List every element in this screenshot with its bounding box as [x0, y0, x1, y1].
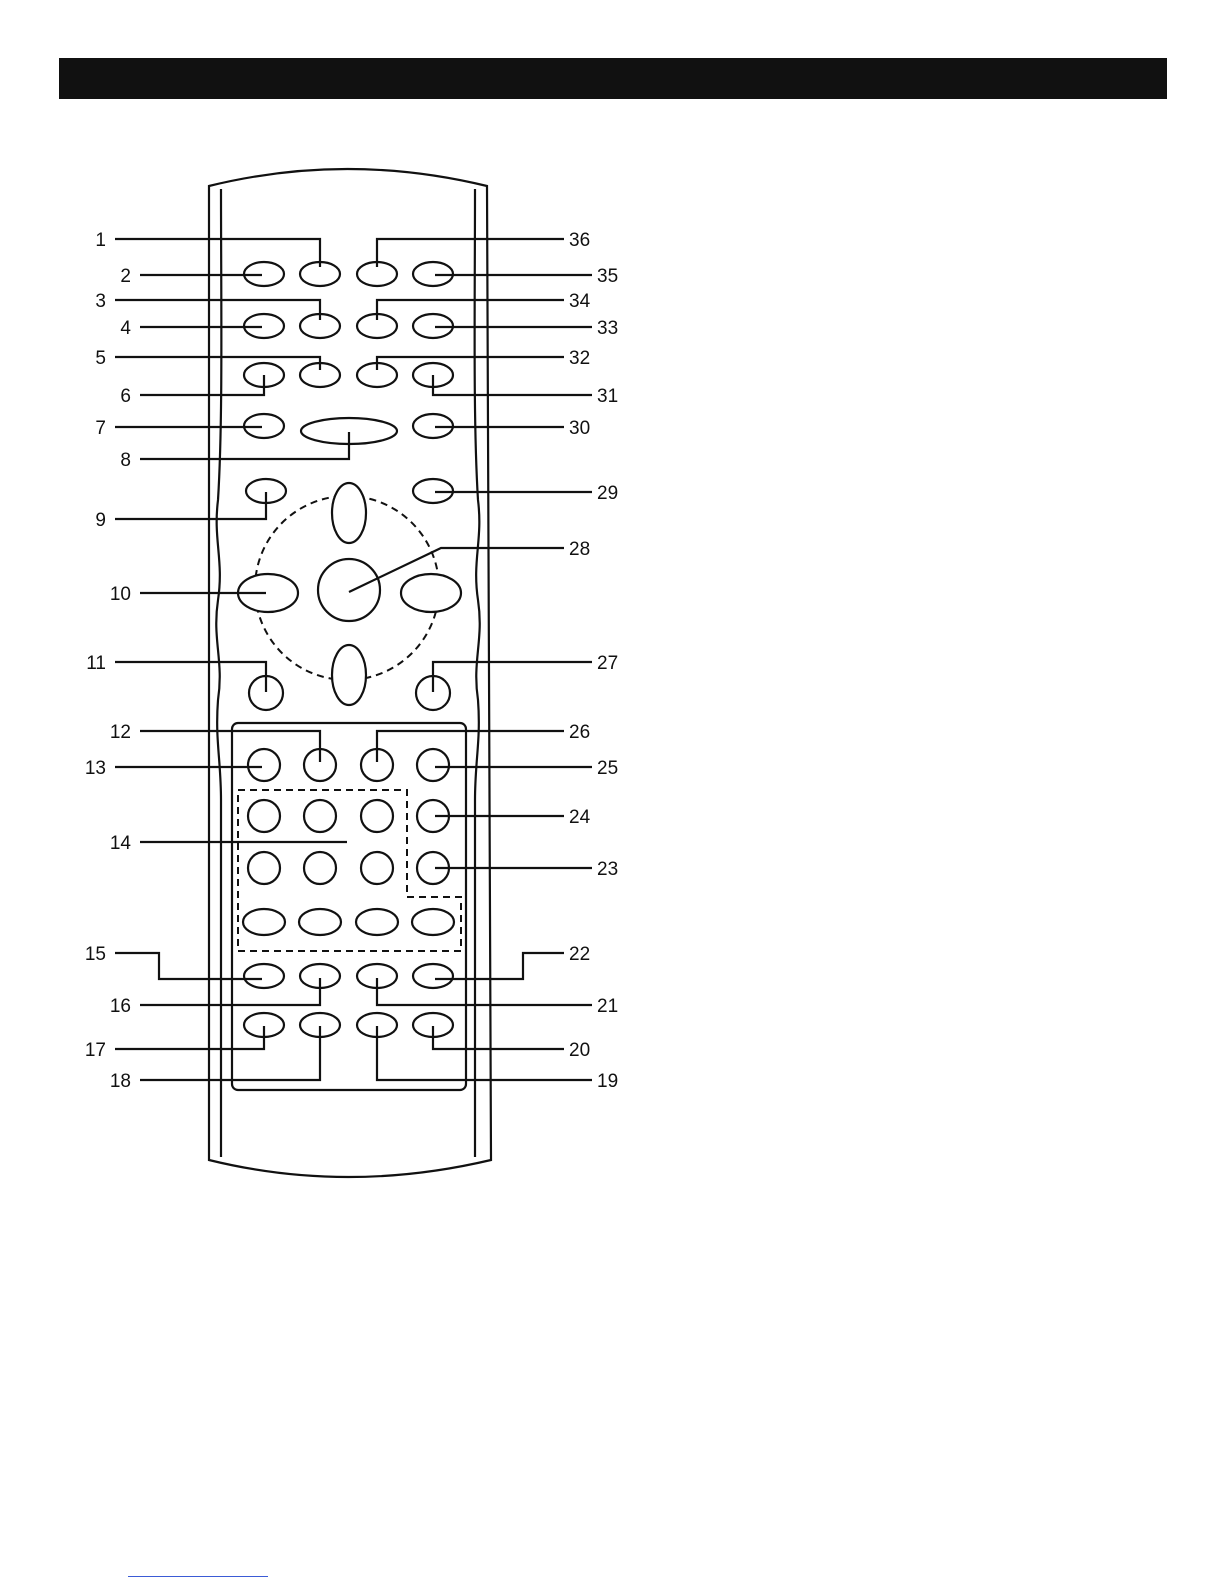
callout-18-leader	[140, 1026, 320, 1080]
keypad-wide-key-c1[interactable]	[243, 909, 285, 935]
callout-17-leader	[115, 1026, 264, 1049]
callout-35-label: 35	[597, 266, 618, 287]
callout-7-label: 7	[95, 418, 106, 439]
remote-left-rail	[216, 189, 221, 1157]
keypad-wide-key-c4[interactable]	[412, 909, 454, 935]
callout-16-leader	[140, 978, 320, 1005]
callout-10-label: 10	[110, 584, 131, 605]
callout-34-leader	[377, 300, 564, 320]
nav-up-button[interactable]	[332, 483, 366, 543]
keypad-key-r3-c2[interactable]	[304, 852, 336, 884]
callout-9-leader	[115, 492, 266, 519]
callout-34-label: 34	[569, 291, 591, 312]
callout-11-leader	[115, 662, 266, 692]
callout-32-leader	[377, 357, 564, 370]
nav-down-button[interactable]	[332, 645, 366, 705]
callout-12-label: 12	[110, 722, 131, 743]
callout-5-label: 5	[95, 348, 106, 369]
callout-32-label: 32	[569, 348, 590, 369]
callout-17-label: 17	[85, 1040, 106, 1061]
callout-30-label: 30	[569, 418, 590, 439]
callout-15-leader	[115, 953, 262, 979]
callout-33-label: 33	[597, 318, 618, 339]
bottom-key-r1-c4[interactable]	[413, 964, 453, 988]
callout-27-leader	[433, 662, 592, 692]
callout-5-leader	[115, 357, 320, 370]
remote-right-rail	[475, 189, 480, 1157]
callout-3-leader	[115, 300, 320, 320]
callout-29-label: 29	[597, 483, 618, 504]
keypad-key-r3-c1[interactable]	[248, 852, 280, 884]
callout-28-label: 28	[569, 539, 590, 560]
keypad-wide-key-c3[interactable]	[356, 909, 398, 935]
footer-link-underline	[128, 1576, 268, 1577]
callout-22-leader	[435, 953, 564, 979]
callout-23-label: 23	[597, 859, 618, 880]
keypad-key-r3-c3[interactable]	[361, 852, 393, 884]
callout-1-leader	[115, 239, 320, 267]
callout-12-leader	[140, 731, 320, 762]
nav-enter-button[interactable]	[318, 559, 380, 621]
keypad-key-r2-c2[interactable]	[304, 800, 336, 832]
keypad-key-r2-c3[interactable]	[361, 800, 393, 832]
callout-24-label: 24	[569, 807, 591, 828]
callout-19-label: 19	[597, 1071, 618, 1092]
keypad-key-r1-c1[interactable]	[248, 749, 280, 781]
callout-31-label: 31	[597, 386, 618, 407]
callout-8-label: 8	[120, 450, 131, 471]
callout-16-label: 16	[110, 996, 131, 1017]
callout-18-label: 18	[110, 1071, 131, 1092]
keypad-key-r1-c4[interactable]	[417, 749, 449, 781]
keypad-key-r2-c1[interactable]	[248, 800, 280, 832]
callout-26-leader	[377, 731, 564, 762]
callout-2-label: 2	[120, 266, 131, 287]
callout-27-label: 27	[597, 653, 618, 674]
callout-36-label: 36	[569, 230, 590, 251]
callout-26-label: 26	[569, 722, 590, 743]
callout-6-label: 6	[120, 386, 131, 407]
callout-11-label: 11	[86, 653, 106, 674]
callout-22-label: 22	[569, 944, 590, 965]
callout-21-leader	[377, 978, 592, 1005]
callout-1-label: 1	[95, 230, 106, 251]
callout-36-leader	[377, 239, 564, 267]
callout-15-label: 15	[85, 944, 106, 965]
callout-4-label: 4	[120, 318, 131, 339]
callout-21-label: 21	[597, 996, 618, 1017]
remote-buttons	[238, 262, 461, 1037]
callout-31-leader	[433, 375, 592, 395]
callout-20-label: 20	[569, 1040, 590, 1061]
callout-19-leader	[377, 1026, 592, 1080]
callout-13-label: 13	[85, 758, 106, 779]
nav-right-button[interactable]	[401, 574, 461, 612]
bottom-key-r1-c1[interactable]	[244, 964, 284, 988]
keypad-wide-key-c2[interactable]	[299, 909, 341, 935]
callout-9-label: 9	[95, 510, 106, 531]
callout-3-label: 3	[95, 291, 106, 312]
callout-25-label: 25	[597, 758, 618, 779]
callout-14-label: 14	[110, 833, 132, 854]
